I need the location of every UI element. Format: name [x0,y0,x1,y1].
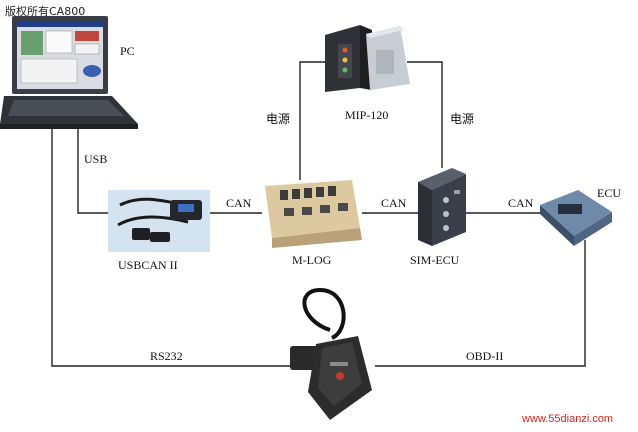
label-can-3: CAN [508,196,534,210]
usbcan-image [108,190,210,252]
line-power-left [299,61,335,180]
label-simecu: SIM-ECU [410,253,460,267]
label-can-2: CAN [381,196,407,210]
watermark-url: www.55dianzi.com [522,413,614,425]
label-can-1: CAN [226,196,252,210]
connection-lines [51,61,586,367]
mip-image [325,25,410,92]
line-rs232 [51,128,290,367]
pc-laptop-image [0,16,138,129]
label-obd: OBD-II [466,349,504,363]
obd-tool-image [290,287,372,420]
label-rs232: RS232 [150,349,183,363]
mlog-image [265,180,362,248]
simecu-image [418,168,466,246]
label-power-left: 电源 [266,112,291,126]
line-power-right [407,61,443,168]
label-usbcan: USBCAN II [118,258,178,272]
label-pc: PC [120,44,135,58]
copyright-text: 版权所有CA800 [5,5,86,18]
line-obd [375,240,586,367]
label-usb: USB [84,152,108,166]
label-mlog: M-LOG [292,253,332,267]
label-mip: MIP-120 [345,108,389,122]
label-power-right: 电源 [450,112,475,126]
ecu-image [540,190,612,246]
line-usb [77,128,108,214]
label-ecu: ECU [597,186,621,200]
